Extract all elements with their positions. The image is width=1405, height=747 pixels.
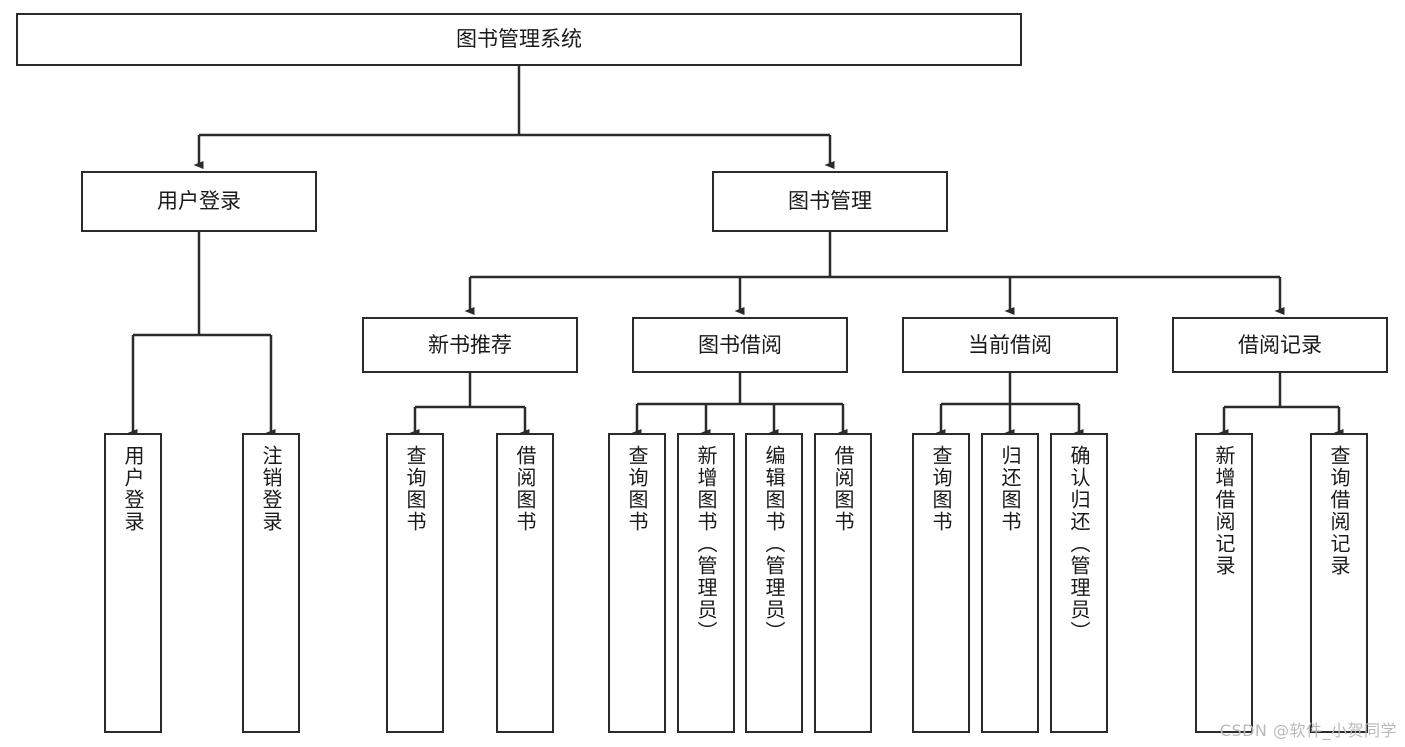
node-leaf-borrow-book-1-label: 借阅图书 — [513, 445, 537, 533]
node-leaf-query-book-2[interactable]: 查询图书 — [608, 433, 666, 733]
node-leaf-return-book[interactable]: 归还图书 — [981, 433, 1039, 733]
node-user-login-label: 用户登录 — [157, 189, 241, 214]
node-current-borrow-label: 当前借阅 — [968, 332, 1052, 357]
node-new-book-recommend-label: 新书推荐 — [428, 332, 512, 357]
node-current-borrow[interactable]: 当前借阅 — [902, 317, 1118, 373]
node-book-manage-label: 图书管理 — [788, 189, 872, 214]
node-root[interactable]: 图书管理系统 — [16, 13, 1022, 66]
node-leaf-edit-book-label: 编辑图书（管理员） — [762, 445, 786, 643]
node-leaf-return-book-label: 归还图书 — [998, 445, 1022, 533]
node-leaf-logout-label: 注销登录 — [259, 445, 283, 533]
node-leaf-borrow-book-2-label: 借阅图书 — [831, 445, 855, 533]
node-leaf-add-book-label: 新增图书（管理员） — [694, 445, 718, 643]
node-leaf-query-book-1-label: 查询图书 — [403, 445, 427, 533]
node-leaf-edit-book[interactable]: 编辑图书（管理员） — [745, 433, 803, 733]
node-leaf-logout[interactable]: 注销登录 — [242, 433, 300, 733]
node-leaf-borrow-book-2[interactable]: 借阅图书 — [814, 433, 872, 733]
node-user-login[interactable]: 用户登录 — [81, 171, 317, 232]
node-leaf-add-record-label: 新增借阅记录 — [1212, 445, 1236, 577]
node-borrow-record-label: 借阅记录 — [1238, 332, 1322, 357]
node-leaf-query-record[interactable]: 查询借阅记录 — [1310, 433, 1368, 733]
node-leaf-query-book-2-label: 查询图书 — [625, 445, 649, 533]
node-leaf-add-book[interactable]: 新增图书（管理员） — [677, 433, 735, 733]
node-leaf-borrow-book-1[interactable]: 借阅图书 — [496, 433, 554, 733]
node-root-label: 图书管理系统 — [456, 27, 582, 52]
node-leaf-query-record-label: 查询借阅记录 — [1327, 445, 1351, 577]
node-book-borrow-label: 图书借阅 — [698, 332, 782, 357]
node-book-manage[interactable]: 图书管理 — [712, 171, 948, 232]
node-leaf-user-login[interactable]: 用户登录 — [104, 433, 162, 733]
node-book-borrow[interactable]: 图书借阅 — [632, 317, 848, 373]
watermark: CSDN @软件_小贺同学 — [1219, 721, 1397, 740]
node-leaf-confirm-return[interactable]: 确认归还（管理员） — [1050, 433, 1108, 733]
node-borrow-record[interactable]: 借阅记录 — [1172, 317, 1388, 373]
node-leaf-query-book-3[interactable]: 查询图书 — [912, 433, 970, 733]
node-leaf-query-book-1[interactable]: 查询图书 — [386, 433, 444, 733]
node-new-book-recommend[interactable]: 新书推荐 — [362, 317, 578, 373]
node-leaf-query-book-3-label: 查询图书 — [929, 445, 953, 533]
node-leaf-add-record[interactable]: 新增借阅记录 — [1195, 433, 1253, 733]
node-leaf-confirm-return-label: 确认归还（管理员） — [1067, 445, 1091, 643]
node-leaf-user-login-label: 用户登录 — [121, 445, 145, 533]
